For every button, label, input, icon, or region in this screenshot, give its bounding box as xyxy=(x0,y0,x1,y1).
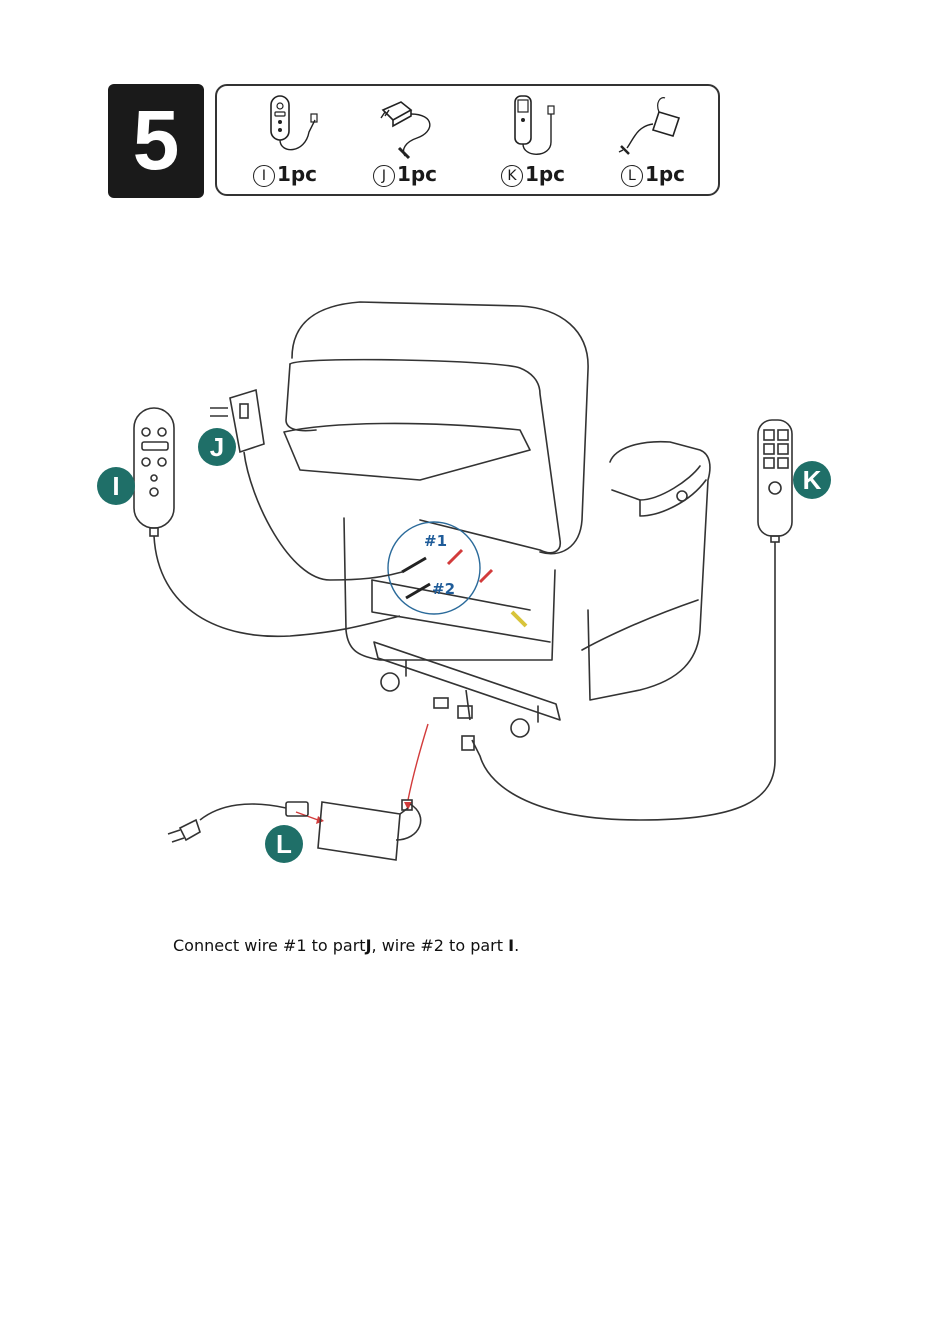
step-number-box: 5 xyxy=(108,84,204,198)
instruction-text: Connect wire #1 to partJ, wire #2 to par… xyxy=(173,936,519,955)
assembly-diagram: #1 #2 xyxy=(0,280,933,880)
callout-j: J xyxy=(198,428,236,466)
step-number: 5 xyxy=(108,92,204,188)
callout-i: I xyxy=(97,467,135,505)
wire-1-label: #1 xyxy=(424,532,447,550)
hand-remote-icon xyxy=(245,92,325,162)
control-remote-icon xyxy=(493,92,573,162)
chair-flap xyxy=(284,423,530,480)
chair-back-cushion xyxy=(290,360,560,553)
power-supply-icon xyxy=(613,92,693,162)
part-letter-l: L xyxy=(621,165,643,187)
part-qty-k: 1pc xyxy=(525,162,565,186)
connection-arrow xyxy=(408,724,428,800)
part-qty-j: 1pc xyxy=(397,162,437,186)
instruction-part-2: , wire #2 to part xyxy=(372,936,504,955)
instruction-part-1: Connect wire #1 to part xyxy=(173,936,366,955)
part-letter-j: J xyxy=(373,165,395,187)
power-adapter-icon xyxy=(365,92,445,162)
callout-l: L xyxy=(265,825,303,863)
part-letter-i: I xyxy=(253,165,275,187)
adapter-drawing xyxy=(210,390,402,580)
base-rail xyxy=(374,642,560,720)
chair-back-top xyxy=(292,302,588,554)
wire-2-label: #2 xyxy=(432,580,455,598)
part-qty-i: 1pc xyxy=(277,162,317,186)
part-letter-k: K xyxy=(501,165,523,187)
chair-armrest xyxy=(588,442,710,700)
part-qty-l: 1pc xyxy=(645,162,685,186)
instruction-part-3: . xyxy=(514,936,519,955)
callout-k: K xyxy=(793,461,831,499)
